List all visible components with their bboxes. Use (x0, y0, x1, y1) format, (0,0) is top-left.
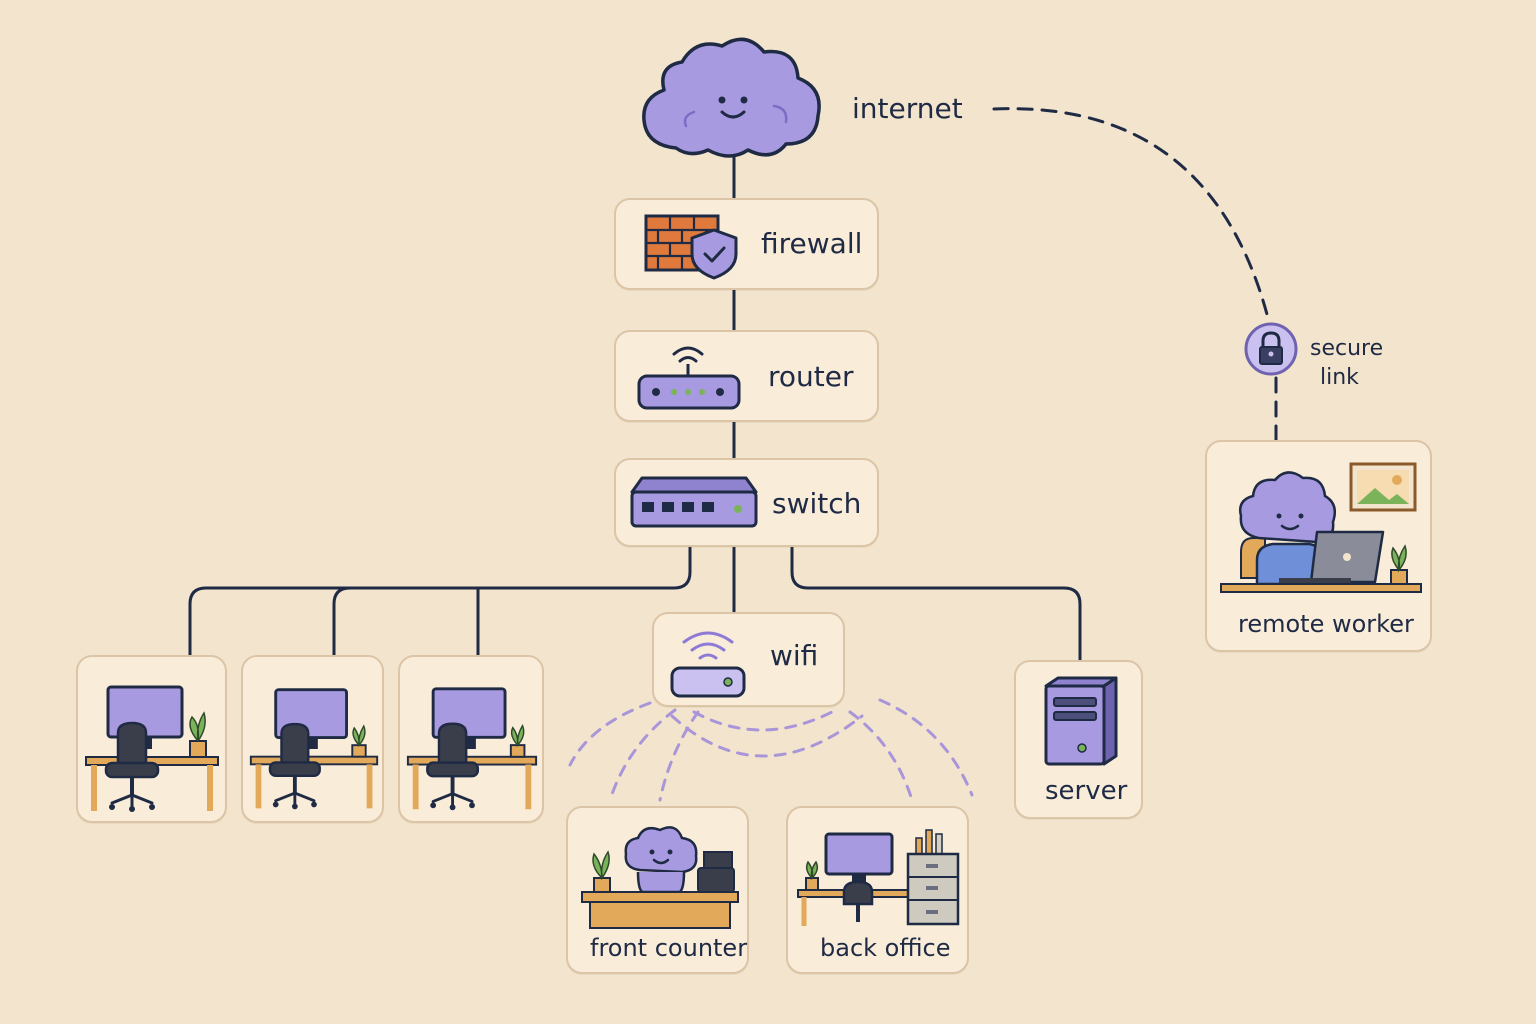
cloud-icon (642, 37, 821, 158)
desk-workstation-icon (249, 688, 379, 810)
desk-workstation-3[interactable] (398, 655, 544, 823)
server-tower-icon (1044, 676, 1118, 766)
lock-icon (1244, 322, 1298, 376)
brick-wall-shield-icon (644, 214, 738, 280)
front-counter-label: front counter (590, 934, 748, 962)
remote-worker-icon (1220, 462, 1422, 593)
server-node[interactable]: server (1014, 660, 1143, 819)
wifi-access-point-icon (670, 631, 746, 698)
network-switch-icon (630, 476, 758, 528)
secure-link-line (992, 107, 1278, 442)
front-counter-icon (581, 826, 739, 929)
desk-workstation-icon (406, 687, 538, 811)
switch-label: switch (772, 487, 862, 520)
firewall-node[interactable]: firewall (614, 198, 879, 290)
wifi-signal-arcs (568, 698, 974, 802)
firewall-label: firewall (761, 227, 863, 260)
wifi-node[interactable]: wifi (652, 612, 845, 707)
remote-worker-label: remote worker (1238, 610, 1414, 638)
secure-link-label-line1: secure (1310, 336, 1384, 361)
router-node[interactable]: router (614, 330, 879, 422)
secure-link-label-line2: link (1320, 365, 1359, 390)
back-office-node[interactable]: back office (786, 806, 969, 974)
desk-workstation-2[interactable] (241, 655, 384, 823)
back-office-icon (797, 829, 960, 926)
server-label: server (1045, 776, 1128, 806)
link-switch-server (790, 545, 1082, 662)
link-switch-desk1 (188, 545, 692, 657)
back-office-label: back office (820, 934, 951, 962)
switch-node[interactable]: switch (614, 458, 879, 547)
remote-worker-node[interactable]: remote worker (1205, 440, 1432, 652)
internet-label: internet (852, 92, 963, 125)
router-label: router (768, 360, 854, 393)
link-switch-desk2 (332, 586, 352, 657)
router-icon (637, 346, 741, 410)
desk-workstation-icon (85, 685, 219, 812)
front-counter-node[interactable]: front counter (566, 806, 749, 974)
wifi-label: wifi (770, 639, 819, 672)
desk-workstation-1[interactable] (76, 655, 227, 823)
